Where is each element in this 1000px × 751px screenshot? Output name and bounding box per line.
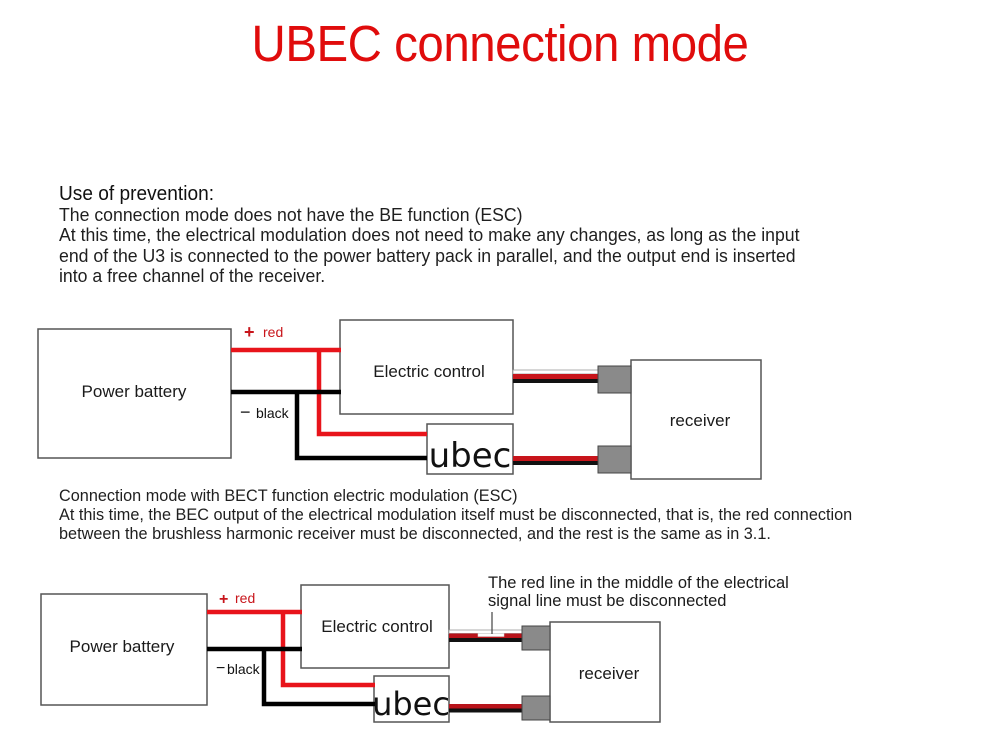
esc-signal-cable: [448, 629, 523, 642]
ubec-connector-plug: [597, 445, 632, 474]
red-wire-label: red: [263, 324, 283, 340]
section-bec-esc: Connection mode with BECT function elect…: [59, 487, 852, 544]
annotation-line-2: signal line must be disconnected: [488, 592, 726, 610]
disconnected-red-segment: [477, 633, 505, 637]
red-positive-wire: [231, 347, 427, 437]
diagram-bec-esc: Power battery Electric control ubec rece…: [40, 574, 789, 723]
positive-symbol: +: [244, 322, 255, 342]
negative-symbol: −: [216, 660, 225, 677]
receiver-box: [630, 359, 762, 480]
power-battery-label: Power battery: [70, 637, 175, 656]
electric-control-box: [300, 584, 450, 669]
diagram-ubec-no-bec: Power battery Electric control ubec rece…: [37, 319, 762, 480]
positive-symbol: +: [219, 591, 228, 608]
esc-connector-plug: [597, 365, 632, 394]
receiver-label: receiver: [579, 664, 640, 683]
ubec-connector-plug: [521, 695, 551, 721]
ubec-box: [426, 423, 514, 475]
black-wire-label: black: [256, 405, 290, 421]
text-line: At this time, the BEC output of the elec…: [59, 506, 853, 524]
power-battery-label: Power battery: [82, 382, 187, 401]
text-line: between the brushless harmonic receiver …: [59, 525, 771, 543]
black-negative-wire: [207, 646, 375, 707]
electric-control-label: Electric control: [321, 617, 432, 636]
ubec-box: [373, 675, 450, 723]
ubec-output-cable: [449, 704, 522, 713]
section-prevention: Use of prevention: The connection mode d…: [59, 184, 800, 287]
black-negative-wire: [231, 389, 427, 461]
esc-connector-plug: [521, 625, 551, 651]
black-wire-label: black: [227, 661, 261, 677]
ubec-output-cable: [513, 456, 599, 465]
page-title: UBEC connection mode: [251, 15, 749, 72]
ubec-label: ubec: [372, 685, 450, 723]
text-line: end of the U3 is connected to the power …: [59, 244, 796, 266]
electric-control-box: [339, 319, 514, 415]
esc-signal-cable: [512, 369, 600, 383]
annotation-line-1: The red line in the middle of the electr…: [488, 574, 789, 592]
negative-symbol: −: [240, 402, 251, 422]
power-battery-box: [40, 593, 208, 706]
text-line: into a free channel of the receiver.: [59, 265, 326, 286]
text-line: At this time, the electrical modulation …: [59, 224, 800, 245]
electric-control-label: Electric control: [373, 362, 484, 381]
section-heading: Use of prevention:: [59, 183, 215, 205]
receiver-label: receiver: [670, 411, 731, 430]
text-line: Connection mode with BECT function elect…: [59, 487, 518, 505]
red-wire-label: red: [235, 590, 255, 606]
power-battery-box: [37, 328, 232, 459]
ubec-label: ubec: [429, 436, 512, 476]
receiver-box: [549, 621, 661, 723]
text-line: The connection mode does not have the BE…: [59, 203, 523, 225]
red-positive-wire: [207, 609, 375, 688]
